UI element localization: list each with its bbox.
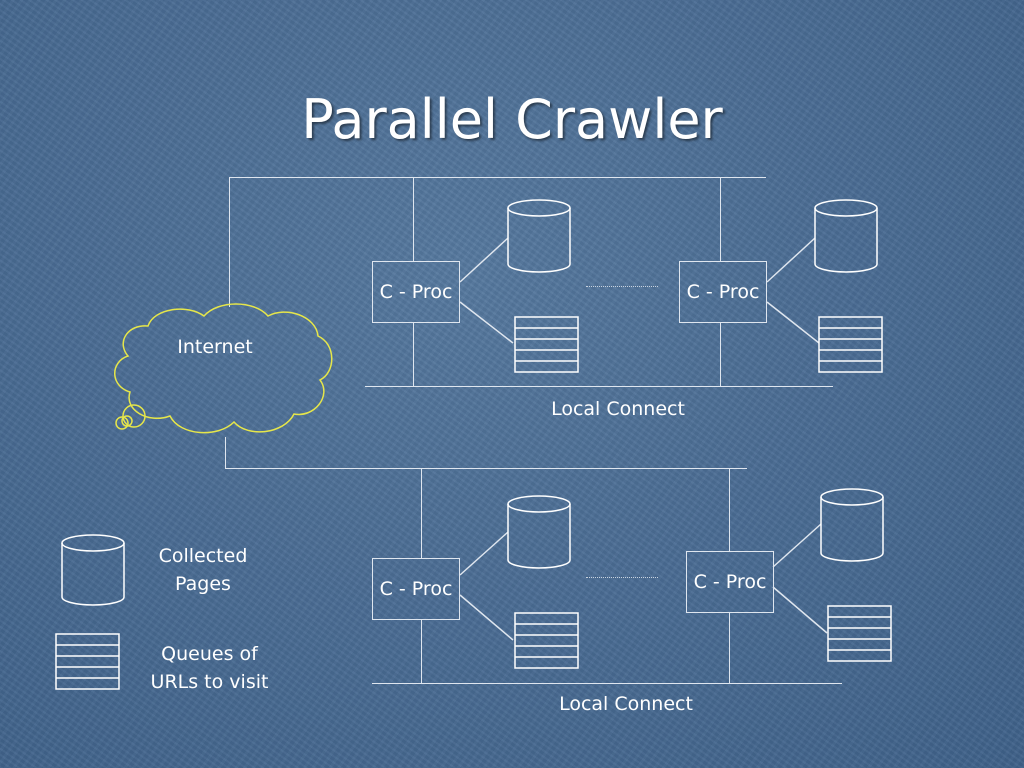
database-cylinder-icon	[507, 199, 571, 273]
c-proc-box-1: C - Proc	[372, 261, 460, 323]
database-cylinder-icon	[814, 199, 878, 273]
url-queue-icon	[514, 316, 579, 373]
database-cylinder-icon	[820, 488, 884, 562]
c-proc-label: C - Proc	[693, 571, 767, 593]
c-proc-label: C - Proc	[379, 281, 453, 303]
url-queue-icon	[827, 605, 892, 662]
local-connect-line-top	[365, 386, 833, 387]
local-connect-label-top: Local Connect	[551, 398, 685, 420]
internet-label: Internet	[177, 336, 253, 358]
c-proc-box-4: C - Proc	[686, 551, 774, 613]
c-proc-label: C - Proc	[686, 281, 760, 303]
proc-1-uplink	[413, 177, 414, 261]
legend-url-queue-icon	[55, 633, 120, 690]
c-proc-label: C - Proc	[379, 578, 453, 600]
proc-3-uplink	[421, 468, 422, 558]
slide-title: Parallel Crawler	[301, 88, 723, 151]
url-queue-icon	[818, 316, 883, 373]
legend-database-cylinder-icon	[61, 534, 125, 606]
legend-queues-label: Queues of URLs to visit	[150, 643, 269, 693]
proc-4-downlink	[729, 612, 730, 683]
database-cylinder-icon	[507, 495, 571, 569]
proc-2-uplink	[720, 177, 721, 261]
local-connect-line-bottom	[372, 683, 842, 684]
c-proc-box-3: C - Proc	[372, 558, 460, 620]
ellipsis-dots-bottom	[586, 577, 658, 578]
top-bus-line	[229, 177, 766, 178]
internet-bottom-link	[225, 437, 226, 468]
proc-2-downlink	[720, 322, 721, 386]
proc-1-downlink	[413, 322, 414, 386]
ellipsis-dots-top	[586, 286, 658, 287]
internet-cloud-icon	[114, 303, 333, 434]
url-queue-icon	[514, 612, 579, 669]
local-connect-label-bottom: Local Connect	[559, 693, 693, 715]
bottom-bus-line	[225, 468, 747, 469]
legend-collected-pages-label: Collected Pages	[158, 545, 248, 595]
internet-top-link	[229, 177, 230, 307]
proc-4-uplink	[729, 468, 730, 551]
proc-3-downlink	[421, 619, 422, 683]
c-proc-box-2: C - Proc	[679, 261, 767, 323]
